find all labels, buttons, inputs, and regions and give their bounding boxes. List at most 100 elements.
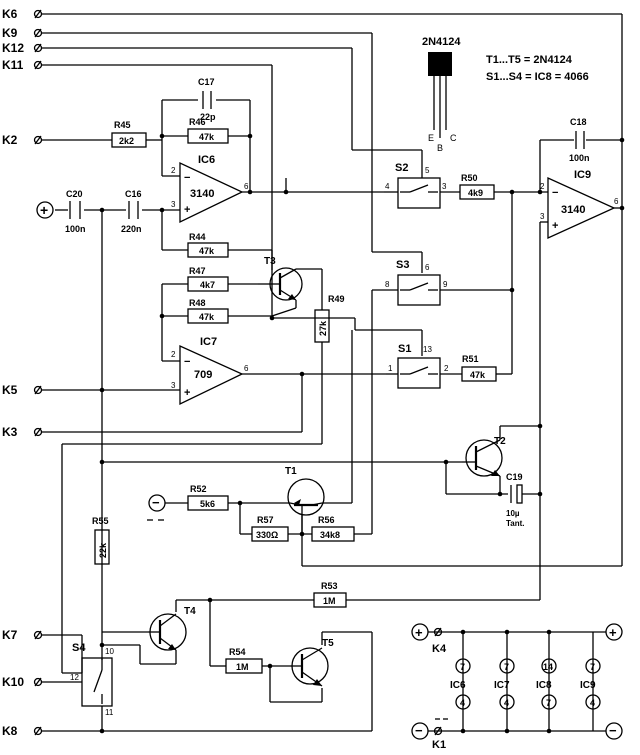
switch-s2 (397, 177, 441, 209)
transistor-t5 (290, 647, 329, 687)
svg-text:2: 2 (171, 166, 176, 175)
svg-text:7: 7 (590, 662, 595, 672)
svg-text:IC9: IC9 (580, 680, 596, 691)
ic7-type: 709 (194, 369, 212, 381)
s4-name: S4 (72, 642, 86, 654)
terminal-k3-label: K3 (2, 425, 18, 439)
c19-note: Tant. (506, 519, 525, 528)
resistor-r57 (251, 526, 289, 542)
svg-text:+: + (184, 204, 190, 216)
resistor-r55 (94, 529, 110, 565)
t1-label: T1 (285, 466, 297, 477)
r45-name: R45 (114, 120, 131, 130)
pin-e-label: E (428, 133, 434, 143)
r48-name: R48 (189, 298, 206, 308)
resistor-r49 (314, 309, 330, 343)
svg-text:+: + (184, 387, 190, 399)
svg-text:10: 10 (105, 647, 114, 656)
r47-value: 4k7 (200, 280, 215, 290)
terminal-k9-label: K9 (2, 26, 18, 40)
svg-text:+: + (415, 625, 423, 640)
pin-c-label: C (450, 133, 457, 143)
svg-text:7: 7 (546, 698, 551, 708)
opamp-ic9 (547, 176, 616, 240)
terminal-k5-label: K5 (2, 383, 18, 397)
c20-value: 100n (65, 224, 86, 234)
svg-text:2: 2 (444, 364, 449, 373)
supply-minus-right: − (605, 722, 623, 740)
resistor-r54 (225, 658, 263, 674)
terminal-k10-label: K10 (2, 675, 24, 689)
supply-plus-left: + (411, 623, 443, 641)
c16-value: 220n (121, 224, 142, 234)
svg-text:2: 2 (540, 182, 545, 191)
svg-text:8: 8 (385, 280, 390, 289)
capacitor-c18 (575, 131, 585, 149)
svg-text:−: − (609, 723, 617, 738)
t2-label: T2 (494, 436, 506, 447)
c19-name: C19 (506, 472, 523, 482)
r45-value: 2k2 (119, 136, 134, 146)
r53-name: R53 (321, 581, 338, 591)
r57-name: R57 (257, 515, 274, 525)
svg-text:4: 4 (504, 698, 509, 708)
r49-name: R49 (328, 294, 345, 304)
svg-text:−: − (152, 495, 160, 510)
switch-s1 (397, 357, 441, 389)
svg-text:+: + (40, 202, 48, 218)
svg-text:2: 2 (171, 350, 176, 359)
terminal-k7-label: K7 (2, 628, 18, 642)
c18-name: C18 (570, 117, 587, 127)
svg-text:−: − (415, 723, 423, 738)
pin-b-label: B (437, 143, 443, 153)
supply-rails (428, 631, 606, 732)
opamp-ic7 (179, 344, 244, 406)
r56-value: 34k8 (320, 530, 340, 540)
resistor-r56 (311, 526, 355, 542)
capacitor-c16 (128, 201, 139, 219)
svg-text:9: 9 (443, 280, 448, 289)
svg-text:3: 3 (171, 200, 176, 209)
r47-name: R47 (189, 266, 206, 276)
svg-text:IC6: IC6 (450, 680, 466, 691)
resistor-r51 (461, 366, 497, 382)
c18-value: 100n (569, 153, 590, 163)
r57-value: 330Ω (256, 530, 278, 540)
supply-table-ic6: 7 IC6 4 (450, 658, 471, 710)
switch-wiring (371, 191, 548, 375)
svg-text:6: 6 (244, 364, 249, 373)
transistor-t4 (102, 613, 187, 664)
svg-text:−: − (184, 356, 190, 368)
capacitor-c19 (510, 484, 523, 504)
c20-name: C20 (66, 189, 83, 199)
r51-value: 47k (470, 370, 486, 380)
supply-minus-left: − (411, 718, 448, 740)
terminal-k6-label: K6 (2, 7, 18, 21)
input-plus-terminal: + (36, 201, 54, 219)
opamp-ic6 (179, 161, 244, 224)
svg-text:−: − (184, 172, 190, 184)
r54-value: 1M (236, 662, 249, 672)
input-minus-terminal: − (147, 494, 166, 521)
svg-text:1: 1 (388, 364, 393, 373)
svg-text:3: 3 (442, 182, 447, 191)
svg-text:4: 4 (460, 698, 465, 708)
svg-text:7: 7 (504, 662, 509, 672)
t1-t2-wiring (102, 312, 540, 535)
r46-value: 47k (199, 132, 215, 142)
resistor-r50 (459, 184, 495, 200)
c19-value: 10µ (506, 509, 520, 518)
terminal-k8-label: K8 (2, 724, 18, 738)
transistor-t3 (269, 267, 303, 301)
supply-plus-right: + (605, 623, 623, 641)
terminal-k12-label: K12 (2, 41, 24, 55)
svg-text:6: 6 (425, 263, 430, 272)
terminal-k2-label: K2 (2, 133, 18, 147)
resistor-r48 (187, 308, 229, 324)
resistor-r47 (187, 276, 229, 292)
control-lines (42, 13, 623, 566)
svg-text:6: 6 (614, 197, 619, 206)
ic6-name: IC6 (198, 154, 215, 166)
resistor-r46 (187, 128, 229, 144)
r44-value: 47k (199, 246, 215, 256)
